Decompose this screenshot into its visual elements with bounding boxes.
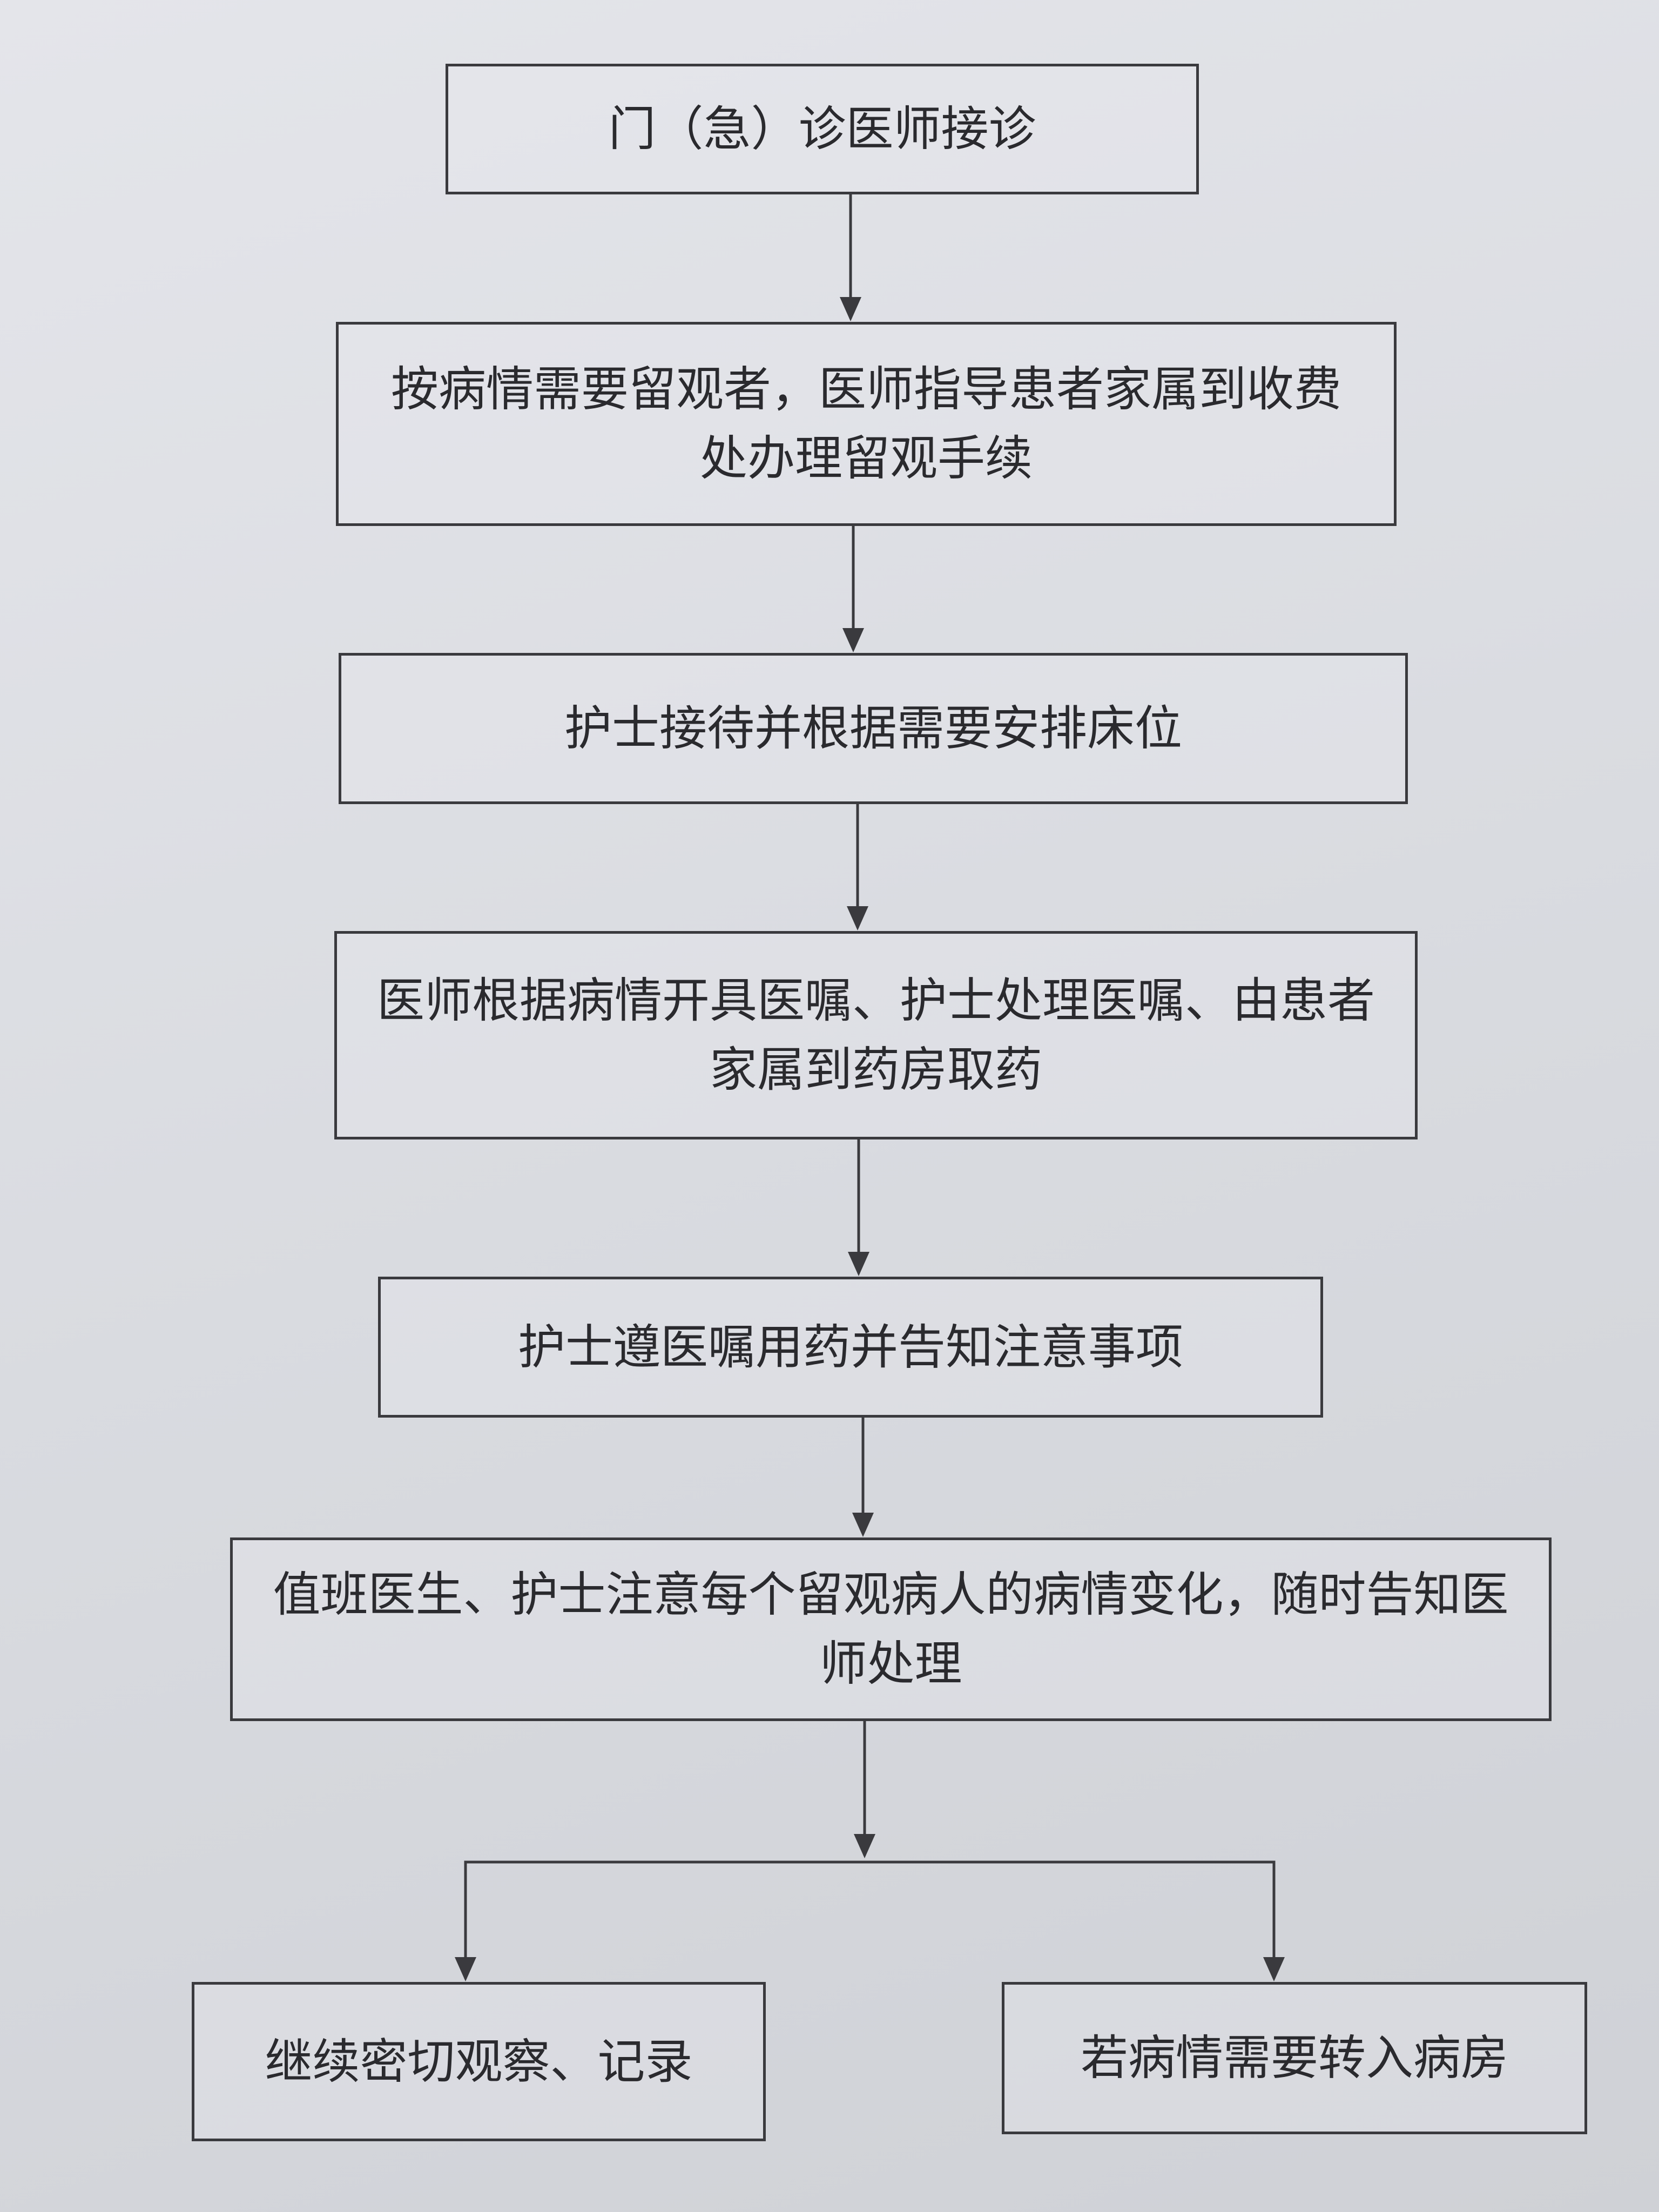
branch-line [464, 1860, 1276, 1979]
node-observation-procedure: 按病情需要留观者，医师指导患者家属到收费处办理留观手续 [336, 322, 1397, 526]
node-transfer-ward: 若病情需要转入病房 [1002, 1982, 1587, 2134]
node-medication: 护士遵医嘱用药并告知注意事项 [378, 1277, 1323, 1418]
node-nurse-bed-arrangement: 护士接待并根据需要安排床位 [339, 653, 1408, 804]
node-continue-observation: 继续密切观察、记录 [192, 1982, 766, 2141]
node-prescription: 医师根据病情开具医嘱、护士处理医嘱、由患者家属到药房取药 [334, 931, 1418, 1139]
node-doctor-reception: 门（急）诊医师接诊 [446, 64, 1199, 194]
node-monitoring: 值班医生、护士注意每个留观病人的病情变化，随时告知医师处理 [230, 1537, 1552, 1721]
